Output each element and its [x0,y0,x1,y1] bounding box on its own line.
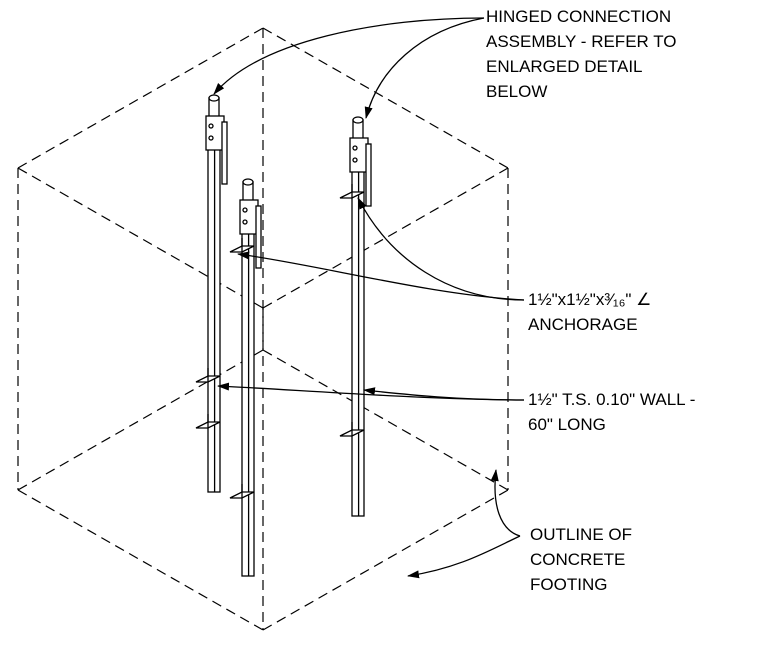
leader-tube-left [217,382,525,401]
callout-line: ASSEMBLY - REFER TO [486,32,677,51]
leader-hinged-left [213,17,485,95]
hinge-side-plate [365,143,372,207]
callout-line: 1½"x1½"x³⁄₁₆" ∠ [528,290,652,309]
hinge-plate [349,137,369,173]
callout-line: CONCRETE [530,550,626,569]
leader-tube-right [363,387,525,401]
hinge-plate [205,115,225,151]
callout-line: 60" LONG [528,415,606,434]
hinge-bolt [242,219,248,225]
hinge-bolt [208,135,214,141]
hinge-pin-cap [208,94,220,102]
hinge-side-plate [221,121,228,185]
tube-steel-posts [195,94,372,577]
callout-line: 1½" T.S. 0.10" WALL - [528,390,696,409]
concrete-footing-outline [17,27,509,631]
callout-tube-steel: 1½" T.S. 0.10" WALL - 60" LONG [528,387,695,437]
hinge-plate [239,199,259,235]
hinge-pin-cap [352,116,364,124]
callout-hinged-connection: HINGED CONNECTION ASSEMBLY - REFER TO EN… [486,4,677,104]
leader-anchorage-right [357,197,525,301]
callout-line: BELOW [486,82,548,101]
callout-footing-outline: OUTLINE OF CONCRETE FOOTING [530,522,632,597]
callout-line: HINGED CONNECTION [486,7,672,26]
leader-lines [213,17,525,579]
hinge-side-plate [255,205,262,269]
callout-line: OUTLINE OF [530,525,633,544]
hinge-bolt [208,123,214,129]
callout-anchorage: 1½"x1½"x³⁄₁₆" ∠ ANCHORAGE [528,287,651,337]
leader-footing-bottom [407,535,521,579]
leader-anchorage-left [237,251,525,301]
callout-line: ANCHORAGE [528,315,638,334]
callout-line: ENLARGED DETAIL [486,57,643,76]
hinge-bolt [242,207,248,213]
hinge-bolt [352,145,358,151]
hinge-bolt [352,157,358,163]
hinge-pin-cap [242,178,254,186]
leader-footing-right [490,469,521,537]
callout-line: FOOTING [530,575,608,594]
leader-hinged-right [364,17,485,119]
